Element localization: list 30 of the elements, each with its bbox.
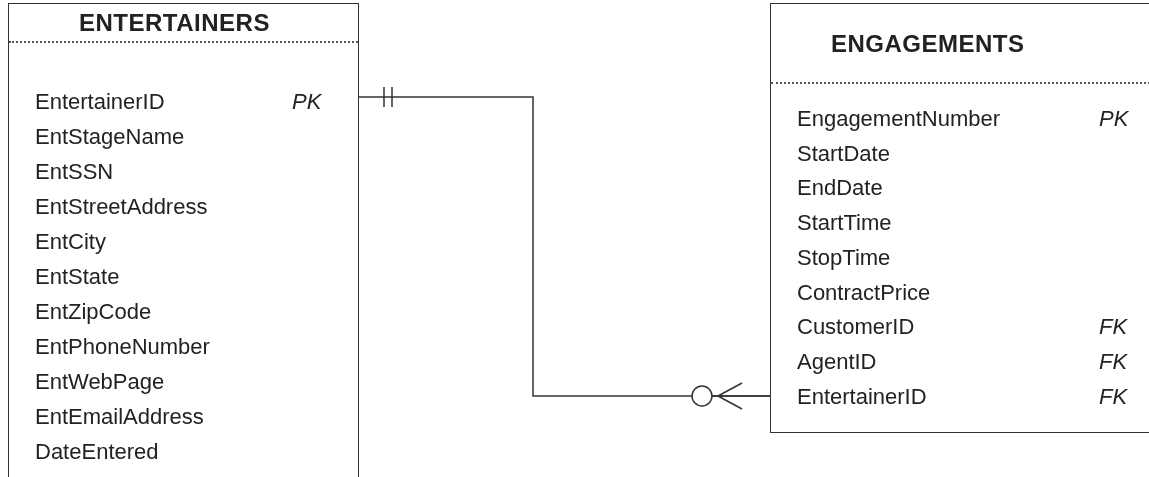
field-name: EntStreetAddress [35,194,208,220]
field-name: StartTime [797,210,892,237]
field-name: CustomerID [797,314,915,341]
field-name: AgentID [797,348,877,375]
key-marker: FK [1099,383,1128,410]
field-name: EntPhoneNumber [35,334,210,360]
key-marker: FK [1099,314,1128,341]
key-marker: PK [1099,106,1129,132]
field-name: StartDate [797,140,890,167]
field-name: EngagementNumber [797,106,1000,132]
key-marker: FK [1099,348,1128,375]
table-box [8,3,359,477]
field-name: EntWebPage [35,369,165,395]
key-marker: PK [292,89,322,115]
field-name: EntState [35,264,120,290]
field-name: EntertainerID [35,89,165,115]
field-name: ContractPrice [797,279,931,306]
table-title: ENTERTAINERS [79,9,270,37]
field-name: EntStageName [35,124,185,150]
field-name: EntCity [35,229,106,255]
field-name: EntZipCode [35,299,152,325]
table-box [770,3,1149,433]
field-name: EntSSN [35,159,114,185]
field-name: StopTime [797,244,891,271]
table-title: ENGAGEMENTS [831,30,1025,58]
field-name: EndDate [797,175,883,202]
relationship-line [358,87,771,410]
field-name: EntertainerID [797,383,927,410]
field-name: EntEmailAddress [35,404,204,430]
field-name: DateEntered [35,439,159,465]
